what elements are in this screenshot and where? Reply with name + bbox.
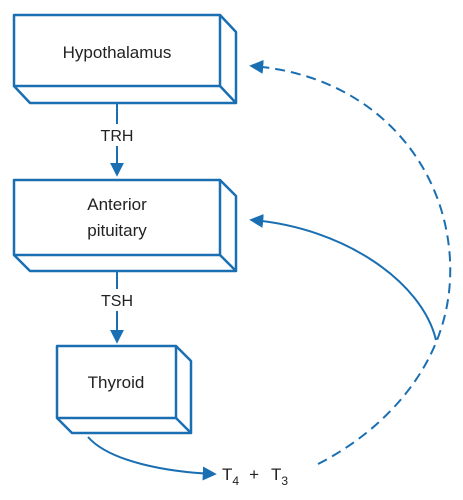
anterior-pituitary-label-line1: Anterior xyxy=(87,195,147,214)
thyroid-box xyxy=(55,344,193,435)
anterior-pituitary-label-line2: pituitary xyxy=(87,221,147,240)
hormone-output-label: T4+T3 xyxy=(222,465,288,488)
t3-subscript: 3 xyxy=(281,474,288,488)
hypothalamus-label: Hypothalamus xyxy=(63,43,172,62)
t4-letter: T xyxy=(222,465,232,484)
t4-subscript: 4 xyxy=(232,474,239,488)
thyroid-label: Thyroid xyxy=(88,373,145,392)
t3-letter: T xyxy=(271,465,281,484)
thyroid-output-arrow xyxy=(87,436,217,481)
hypothalamus-box xyxy=(12,13,238,105)
feedback-pituitary-arrow xyxy=(249,213,437,341)
tsh-label: TSH xyxy=(101,293,133,310)
plus-sign: + xyxy=(249,465,259,484)
feedback-hypothalamus-arrow xyxy=(249,59,452,465)
trh-label: TRH xyxy=(101,128,134,145)
anterior-pituitary-box xyxy=(12,178,238,273)
